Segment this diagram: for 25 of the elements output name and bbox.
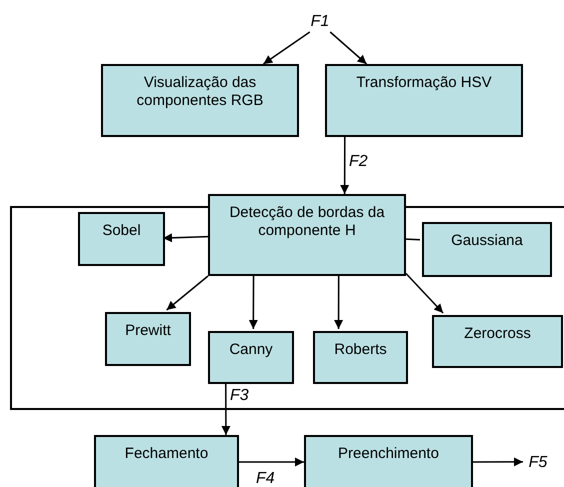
arrow [239, 458, 304, 466]
arrow [221, 382, 230, 435]
process-box: Preenchimento [304, 435, 473, 487]
process-box: Gaussiana [422, 222, 552, 277]
arrow [262, 31, 310, 65]
arrow [473, 457, 523, 466]
arrow [248, 276, 258, 329]
process-box: Fechamento [94, 435, 239, 487]
arrow [340, 137, 350, 194]
process-box: Prewitt [105, 312, 191, 366]
process-box: Visualização das componentes RGB [101, 64, 299, 137]
process-box: Zerocross [432, 315, 563, 368]
arrow [334, 276, 344, 329]
arrow [405, 273, 444, 314]
arrow [162, 233, 208, 242]
process-box: Transformação HSV [325, 64, 523, 137]
flow-label: F1 [303, 12, 337, 32]
arrow [330, 31, 368, 65]
flow-label: F5 [523, 452, 553, 474]
process-box: Detecção de bordas da componente H [208, 194, 406, 276]
process-box: Roberts [313, 331, 408, 384]
group-frame [10, 206, 564, 410]
process-box: Sobel [78, 212, 165, 266]
process-box: Canny [208, 331, 294, 384]
arrow [166, 275, 208, 311]
